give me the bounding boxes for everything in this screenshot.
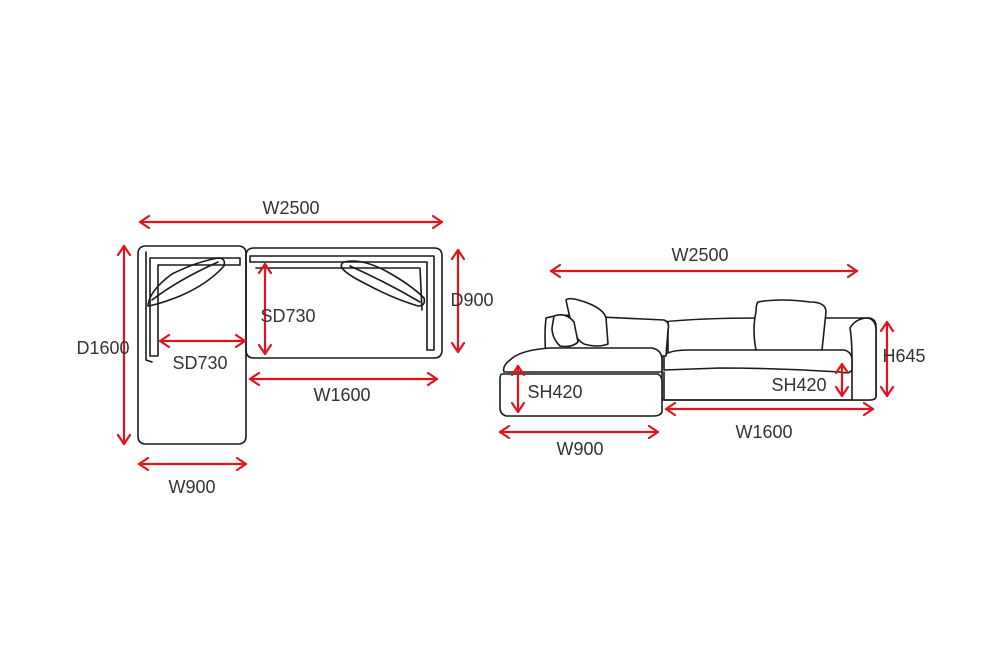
- label-plan-chaise-width: W900: [168, 477, 215, 497]
- label-side-main-width: W1600: [735, 422, 792, 442]
- dim-plan-chaise-width: [137, 456, 248, 472]
- label-side-main-seat-height: SH420: [771, 375, 826, 395]
- dim-side-height: [879, 320, 895, 398]
- dim-side-overall-width: [549, 263, 859, 279]
- label-side-chaise-seat-height: SH420: [527, 382, 582, 402]
- chaise-arm-line: [145, 251, 153, 363]
- label-plan-overall-depth: D1600: [76, 338, 129, 358]
- dim-side-main-width: [664, 401, 875, 417]
- label-plan-chaise-seat-depth: SD730: [172, 353, 227, 373]
- dim-plan-main-depth: [450, 248, 466, 354]
- dim-plan-chaise-seat-depth: [158, 333, 247, 349]
- chaise-pillow: [147, 257, 226, 307]
- label-plan-main-depth: D900: [450, 290, 493, 310]
- dim-plan-main-seat-depth: [257, 262, 273, 356]
- dim-side-chaise-width: [498, 424, 660, 440]
- side-view: W2500 H645 SH420 SH420 W900: [498, 245, 926, 459]
- label-side-overall-width: W2500: [671, 245, 728, 265]
- label-plan-main-seat-depth: SD730: [260, 306, 315, 326]
- side-main-pillow: [753, 299, 827, 354]
- dim-side-main-seat-height: [834, 362, 850, 398]
- side-main-base: [663, 371, 853, 401]
- label-plan-overall-width: W2500: [262, 198, 319, 218]
- side-main-arm: [849, 317, 877, 401]
- dim-side-chaise-seat-height: [510, 364, 526, 414]
- label-plan-main-width: W1600: [313, 385, 370, 405]
- label-side-height: H645: [882, 346, 925, 366]
- side-chaise-pillow-2: [551, 314, 579, 348]
- dim-plan-main-width: [248, 371, 439, 387]
- chaise-backrest: [149, 257, 241, 357]
- main-pillow: [340, 260, 426, 307]
- side-chaise-seat-cushion: [502, 347, 663, 373]
- side-main-seat-cushion: [663, 349, 853, 374]
- side-chaise-base: [499, 373, 663, 417]
- dim-plan-overall-width: [138, 214, 444, 230]
- dim-plan-overall-depth: [116, 244, 132, 446]
- main-module-outline: [245, 247, 443, 359]
- chaise-module-outline: [137, 245, 247, 445]
- label-side-chaise-width: W900: [556, 439, 603, 459]
- main-backrest: [249, 255, 435, 351]
- plan-view: W2500 D1600 D900 SD730 SD730: [76, 198, 493, 497]
